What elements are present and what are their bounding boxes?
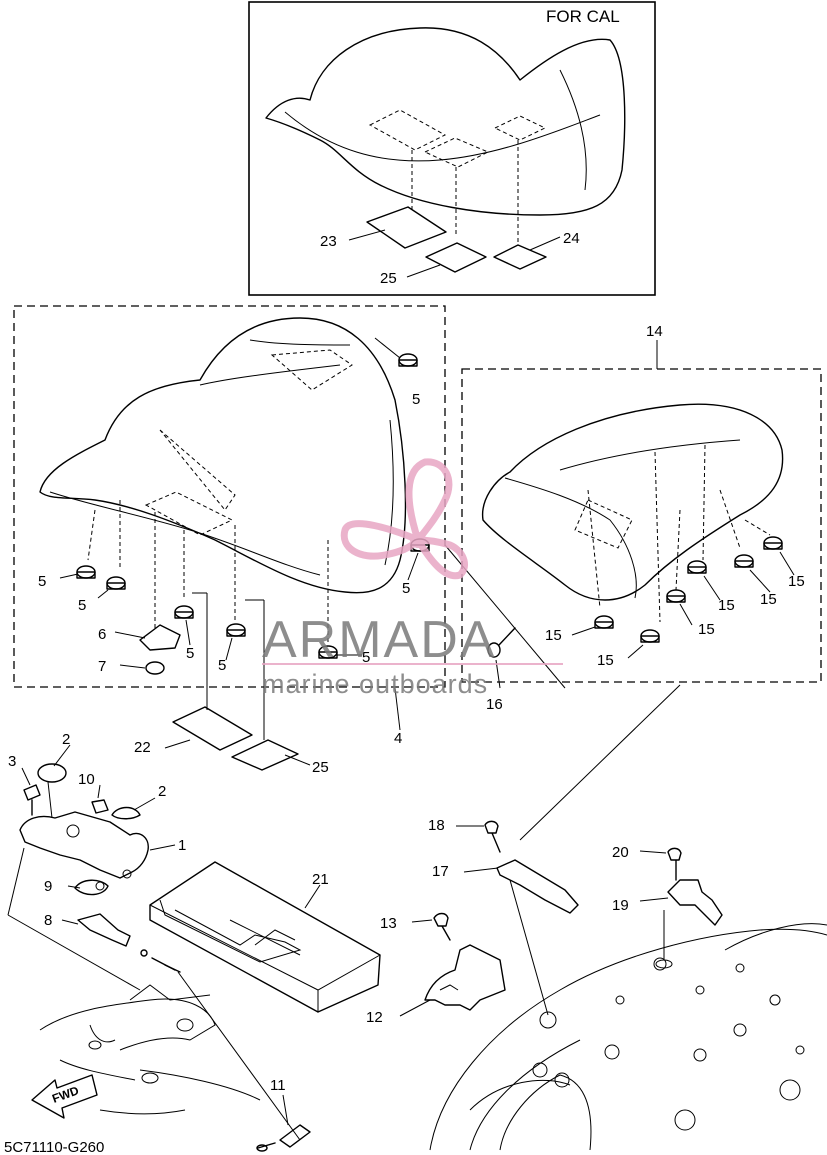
callout-11: 11 (270, 1077, 286, 1094)
callout-5-mid-b: 5 (218, 657, 226, 674)
grommet-15-c (666, 589, 686, 603)
nut-10 (91, 799, 109, 814)
callout-10: 10 (78, 771, 95, 788)
callout-22: 22 (134, 739, 151, 756)
callout-12: 12 (366, 1009, 383, 1026)
cal-seat (265, 27, 626, 216)
callout-15-f: 15 (788, 573, 805, 590)
seat-bracket-17 (496, 859, 579, 914)
callout-16: 16 (486, 696, 503, 713)
callout-23: 23 (320, 233, 337, 250)
bolt-16: 16 (486, 627, 516, 713)
callout-15-e: 15 (760, 591, 777, 608)
callout-9: 9 (44, 878, 52, 895)
callout-5-mid-a: 5 (186, 645, 194, 662)
callout-20: 20 (612, 844, 629, 861)
grommet-5-d (226, 623, 246, 637)
armada-watermark: ARMADA marine outboards (262, 458, 563, 699)
callout-5-right: 5 (402, 580, 410, 597)
callout-18: 18 (428, 817, 445, 834)
drawing-code: 5C71110-G260 (4, 1139, 104, 1155)
inset-frame (248, 1, 656, 296)
callout-6: 6 (98, 626, 106, 643)
bolt-13 (433, 912, 451, 941)
callout-17: 17 (432, 863, 449, 880)
callout-15-a: 15 (545, 627, 562, 644)
callout-15-d: 15 (718, 597, 735, 614)
label-pad-22 (172, 706, 253, 751)
passenger-seat-frame (461, 368, 822, 683)
seat-lock-plate-group: 2 2 3 10 1 9 8 (7, 731, 186, 991)
grommet-15-d (687, 560, 707, 574)
washer-9 (74, 879, 109, 896)
watermark-tagline: marine outboards (262, 669, 488, 699)
plate-1 (19, 811, 149, 879)
fwd-arrow: FWD (31, 1074, 98, 1119)
grommet-15-b (640, 629, 660, 643)
frame-left: FWD 5C71110-G260 (4, 984, 261, 1155)
grommet-15-a (594, 615, 614, 629)
callout-15-c: 15 (698, 621, 715, 638)
callout-5-mid-c: 5 (362, 649, 370, 666)
grommet-5-g (398, 353, 418, 367)
callout-2-b: 2 (158, 783, 166, 800)
grommet-5-a (76, 565, 96, 579)
seat-lock-cable-11: 11 (140, 949, 311, 1152)
bolt-3 (23, 784, 41, 816)
bolt-20 (667, 847, 682, 881)
callout-8: 8 (44, 912, 52, 929)
label-pad-25 (231, 739, 299, 771)
callout-7: 7 (98, 658, 106, 675)
inset-title: FOR CAL (546, 7, 620, 26)
screw-7 (145, 661, 165, 675)
grommet-5-c (174, 605, 194, 619)
grommet-15-e (734, 554, 754, 568)
callout-1: 1 (178, 837, 186, 854)
passenger-seat (481, 403, 784, 601)
rider-seat (39, 317, 407, 594)
seat-bracket-19 (667, 879, 723, 926)
grommet-15-f (763, 536, 783, 550)
callout-5-left-a: 5 (38, 573, 46, 590)
seat-hook-12 (424, 944, 506, 1011)
passenger-seat-group: 14 15 15 15 15 15 15 (461, 323, 822, 683)
callout-24: 24 (563, 230, 580, 247)
watermark-brand: ARMADA (262, 611, 496, 669)
propeller-logo-icon (340, 458, 468, 580)
callout-4: 4 (394, 730, 402, 747)
callout-21: 21 (312, 871, 329, 888)
tool-kit-21: 21 (149, 861, 381, 1013)
bolt-18 (484, 820, 501, 853)
callout-3: 3 (8, 753, 16, 770)
callout-2-a: 2 (62, 731, 70, 748)
inset-for-cal: FOR CAL 23 25 24 (248, 1, 656, 296)
callout-25-inset: 25 (380, 270, 397, 287)
callout-13: 13 (380, 915, 397, 932)
damper-2-a (37, 763, 67, 783)
rear-fender: 12 13 17 18 19 20 (366, 817, 827, 1151)
callout-14: 14 (646, 323, 663, 340)
bracket-6 (139, 624, 181, 651)
callout-25: 25 (312, 759, 329, 776)
callout-15-b: 15 (597, 652, 614, 669)
callout-5-top: 5 (412, 391, 420, 408)
hook-8 (77, 913, 131, 947)
callout-19: 19 (612, 897, 629, 914)
callout-5-left-b: 5 (78, 597, 86, 614)
grommet-5-b (106, 576, 126, 590)
rider-seat-group: 5 5 5 5 5 5 5 6 7 22 25 4 (13, 305, 446, 776)
damper-2-b (111, 806, 141, 820)
rider-seat-frame (13, 305, 446, 688)
